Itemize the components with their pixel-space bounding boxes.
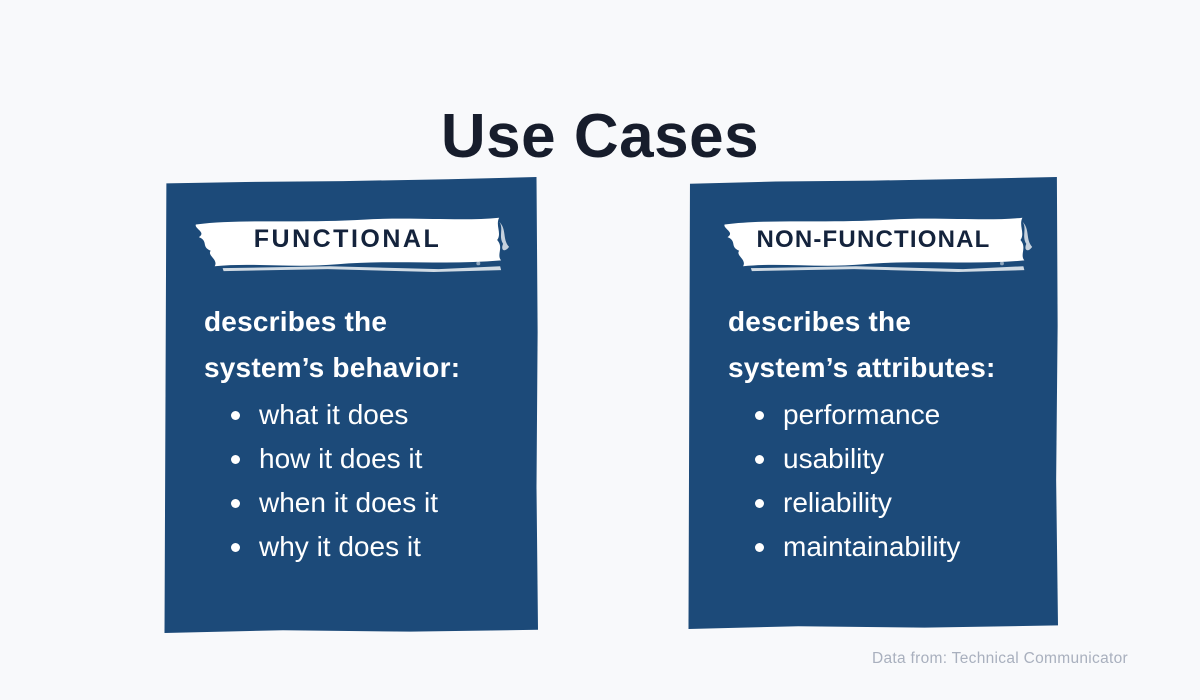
list-item: what it does <box>231 393 518 437</box>
bullet-list: what it does how it does it when it does… <box>204 393 518 569</box>
bullet-label: maintainability <box>783 531 961 562</box>
bullet-label: how it does it <box>259 443 423 474</box>
bullet-list: performance usability reliability mainta… <box>728 393 1038 569</box>
list-item: reliability <box>755 481 1038 525</box>
bullet-label: what it does <box>259 399 409 430</box>
lead-line: system’s behavior: <box>204 352 461 383</box>
bullet-dot <box>755 499 764 508</box>
nonfunctional-banner: NON-FUNCTIONAL <box>710 208 1037 274</box>
list-item: when it does it <box>231 481 518 525</box>
lead-line: describes the <box>204 306 388 337</box>
bullet-dot <box>231 543 240 552</box>
list-item: how it does it <box>231 437 518 481</box>
bullet-dot <box>755 455 764 464</box>
bullet-label: reliability <box>783 487 892 518</box>
bullet-dot <box>755 411 764 420</box>
page-title: Use Cases <box>440 101 760 171</box>
nonfunctional-banner-label: NON-FUNCTIONAL <box>756 225 991 253</box>
list-item: usability <box>755 437 1038 481</box>
bullet-label: usability <box>783 443 885 474</box>
nonfunctional-card-content: describes the system’s attributes: perfo… <box>728 299 1038 569</box>
functional-banner: FUNCTIONAL <box>181 208 514 274</box>
card-nonfunctional: NON-FUNCTIONAL describes the system’s at… <box>688 177 1058 629</box>
lead-line: system’s attributes: <box>728 352 996 383</box>
bullet-label: when it does it <box>259 487 438 518</box>
list-item: maintainability <box>755 525 1038 569</box>
list-item: performance <box>755 393 1038 437</box>
list-item: why it does it <box>231 525 518 569</box>
functional-banner-label: FUNCTIONAL <box>253 225 442 253</box>
bullet-dot <box>755 543 764 552</box>
functional-card-content: describes the system’s behavior: what it… <box>204 299 518 569</box>
bullet-dot <box>231 411 240 420</box>
bullet-dot <box>231 499 240 508</box>
attribution-text: Data from: Technical Communicator <box>872 650 1128 667</box>
card-functional: FUNCTIONAL describes the system’s behavi… <box>164 177 538 633</box>
lead-line: describes the <box>728 306 912 337</box>
bullet-label: performance <box>783 399 941 430</box>
bullet-label: why it does it <box>259 531 421 562</box>
bullet-dot <box>231 455 240 464</box>
